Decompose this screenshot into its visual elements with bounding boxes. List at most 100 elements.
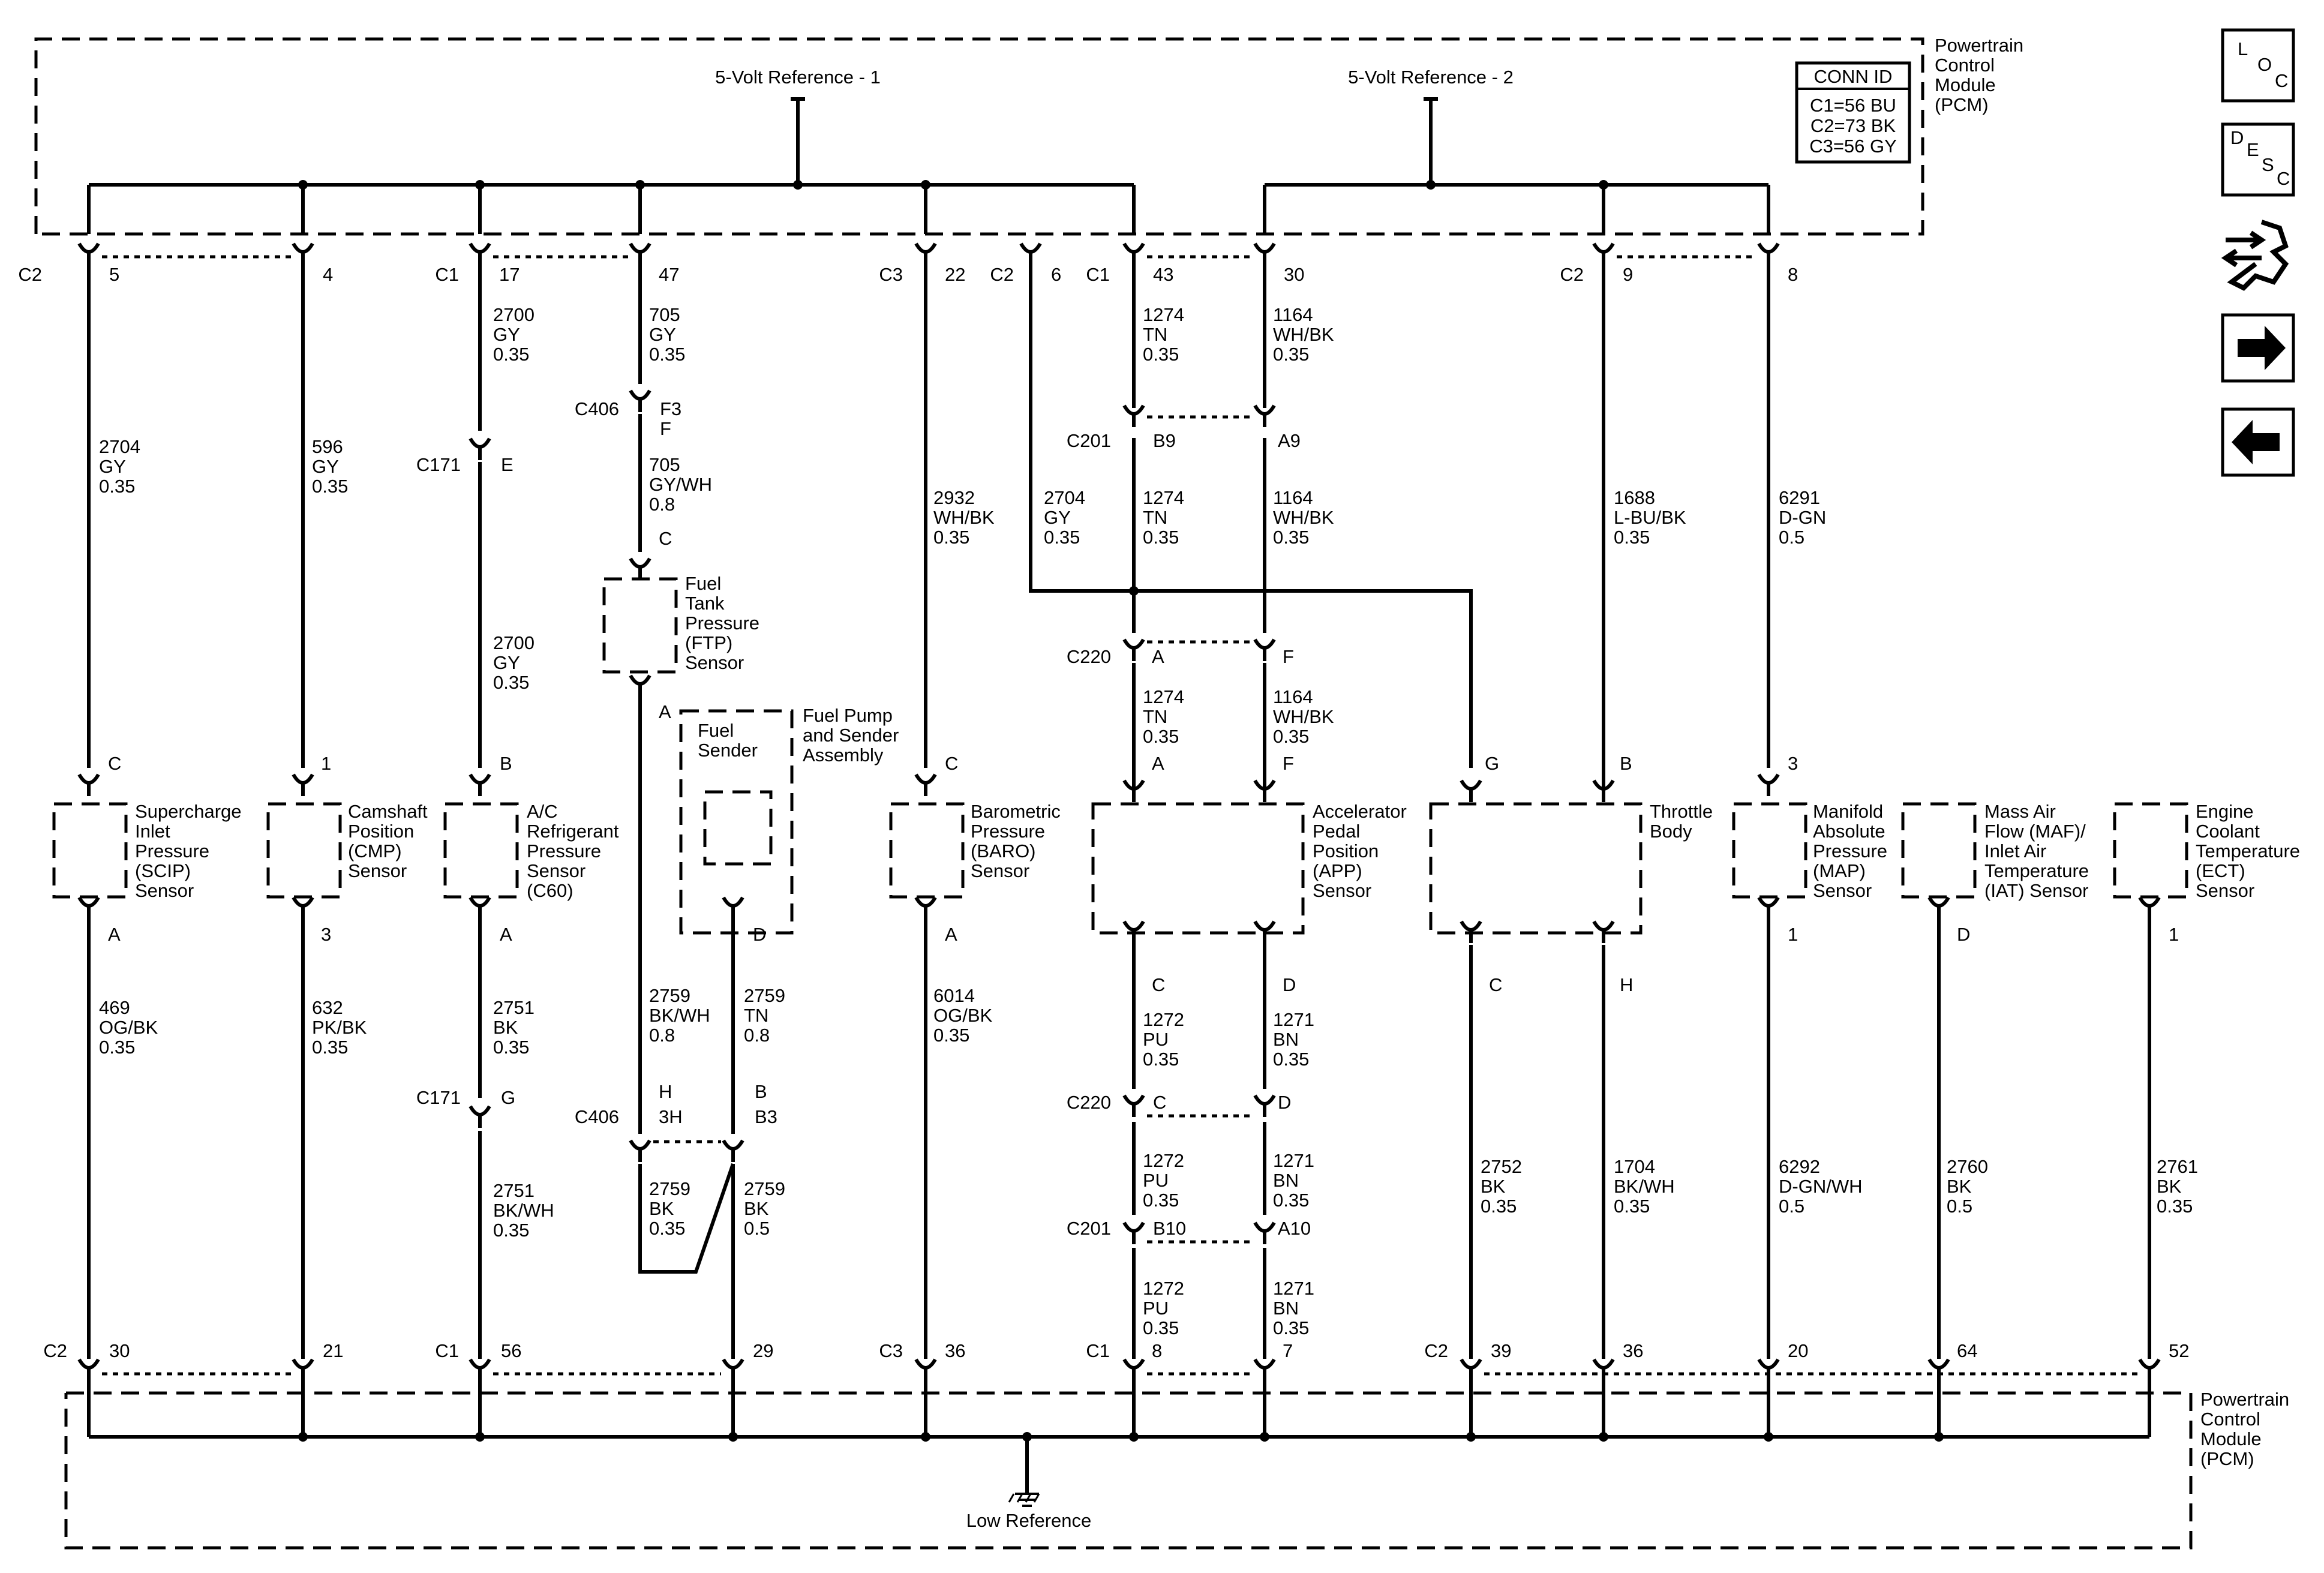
- component-label-ac-line-1: Refrigerant: [527, 821, 619, 842]
- connector-tool-icon[interactable]: [2221, 220, 2289, 291]
- wire-label-w469-line-2: 0.35: [99, 1037, 135, 1058]
- pin-label-c3_b: C3: [879, 1340, 903, 1361]
- component-label-ect-line-0: Engine: [2196, 801, 2254, 822]
- pcm-top-label-2: Control: [1935, 55, 1995, 76]
- component-label-maf-line-3: Temperature: [1984, 860, 2089, 881]
- loc-l: L: [2238, 38, 2248, 59]
- component-label-baro-line-3: Sensor: [971, 860, 1029, 881]
- wire-label-w6014-line-0: 6014: [933, 985, 975, 1006]
- wire-label-w1688-line-1: L-BU/BK: [1614, 507, 1686, 528]
- connector-symbol: [914, 242, 937, 265]
- text-labels: 2704GY0.35596GY0.352700GY0.352700GY0.357…: [18, 264, 2300, 1361]
- wire-label-w2932-line-1: WH/BK: [933, 507, 995, 528]
- conn-id-box: CONN ID C1=56 BU C2=73 BK C3=56 GY: [1795, 61, 1911, 164]
- fuel-sender-box: [703, 790, 773, 866]
- next-arrow-button[interactable]: [2221, 313, 2295, 383]
- wire-label-w596-line-2: 0.35: [312, 476, 348, 497]
- pin-label-scip_c: C: [108, 753, 121, 774]
- pin-label-c201_2: C201: [1067, 1218, 1111, 1239]
- wire-label-w2761-line-2: 0.35: [2157, 1196, 2193, 1217]
- connector-symbol: [914, 896, 937, 919]
- pin-label-bb: B: [755, 1081, 767, 1102]
- wire-label-w2759d-line-2: 0.5: [744, 1218, 770, 1239]
- wire-label-w1704-line-2: 0.35: [1614, 1196, 1650, 1217]
- connector-symbol: [1253, 638, 1276, 661]
- component-label-fuel_pump-line-0: Fuel Pump: [803, 705, 893, 726]
- connector-symbol: [2138, 896, 2161, 919]
- wire-label-w6014-line-1: OG/BK: [933, 1005, 993, 1026]
- pin-label-p17: 17: [499, 264, 520, 285]
- wire-label-w2700b-line-0: 2700: [493, 632, 535, 653]
- component-label-ect-line-3: (ECT): [2196, 860, 2245, 881]
- wire-label-w1274c-line-0: 1274: [1143, 686, 1184, 707]
- pin-label-p64: 64: [1957, 1340, 1977, 1361]
- wire-label-w469-line-1: OG/BK: [99, 1017, 158, 1038]
- pcm-top-label-3: Module: [1935, 74, 1996, 95]
- wire-label-w2700a-line-0: 2700: [493, 304, 535, 325]
- component-label-throttle-line-1: Body: [1650, 821, 1692, 842]
- wire-label-w1274a-line-0: 1274: [1143, 304, 1184, 325]
- component-boxes: [52, 577, 2188, 935]
- desc-s: S: [2262, 154, 2274, 175]
- pin-label-p36a: 36: [945, 1340, 965, 1361]
- wire-label-w2761-line-0: 2761: [2157, 1156, 2198, 1177]
- pin-label-h3: 3H: [659, 1106, 683, 1127]
- connector-symbol: [77, 1358, 100, 1381]
- wire-label-w1271c-line-0: 1271: [1273, 1278, 1314, 1299]
- cmp-sensor-box: [266, 802, 342, 899]
- wire-label-w705b-line-1: GY/WH: [649, 474, 712, 495]
- wire-label-w1164c-line-2: 0.35: [1273, 726, 1309, 747]
- component-label-ect-line-4: Sensor: [2196, 880, 2254, 901]
- wire-label-w1704-line-0: 1704: [1614, 1156, 1655, 1177]
- wire-label-w632-line-1: PK/BK: [312, 1017, 367, 1038]
- component-label-app-line-4: Sensor: [1313, 880, 1371, 901]
- connector-symbol: [469, 1358, 491, 1381]
- location-button[interactable]: L O C: [2221, 28, 2295, 103]
- pcm-bot-label-4: (PCM): [2200, 1448, 2254, 1469]
- description-button[interactable]: D E S C: [2221, 122, 2295, 197]
- wire-label-w6292-line-2: 0.5: [1779, 1196, 1804, 1217]
- wire-label-w6292-line-1: D-GN/WH: [1779, 1176, 1862, 1197]
- pin-label-h: H: [659, 1081, 672, 1102]
- wire-label-w1272a-line-0: 1272: [1143, 1009, 1184, 1030]
- pin-label-ftp_c: C: [659, 528, 672, 549]
- connector-symbol: [1122, 1094, 1145, 1117]
- wire-label-w1272b-line-1: PU: [1143, 1170, 1169, 1191]
- connector-symbol: [469, 437, 491, 460]
- wire-label-w1164a-line-1: WH/BK: [1273, 324, 1334, 345]
- previous-arrow-button[interactable]: [2221, 407, 2295, 477]
- wire-label-w2751a-line-1: BK: [493, 1017, 518, 1038]
- ect-sensor-box: [2113, 802, 2188, 899]
- wire-label-w6292-line-0: 6292: [1779, 1156, 1820, 1177]
- wire-label-w2759a-line-1: BK/WH: [649, 1005, 710, 1026]
- pcm-bot-label-1: Powertrain: [2200, 1389, 2289, 1410]
- map-sensor-box: [1732, 802, 1807, 899]
- component-label-ect-line-1: Coolant: [2196, 821, 2260, 842]
- desc-d: D: [2230, 127, 2244, 148]
- pin-label-app_a: A: [1152, 753, 1164, 774]
- pin-label-p43: 43: [1153, 264, 1173, 285]
- wire-label-w1164a-line-0: 1164: [1273, 304, 1313, 325]
- wire-label-w1271b-line-2: 0.35: [1273, 1190, 1309, 1211]
- pin-label-tb_c: C: [1489, 974, 1502, 995]
- pin-label-e: E: [501, 454, 514, 475]
- component-label-baro-line-1: Pressure: [971, 821, 1045, 842]
- wire-label-w1271c-line-2: 0.35: [1273, 1317, 1309, 1338]
- wire-label-w632-line-2: 0.35: [312, 1037, 348, 1058]
- pin-label-a10: A10: [1278, 1218, 1311, 1239]
- connector-symbol: [1019, 242, 1042, 265]
- component-label-fuel_pump-line-2: Assembly: [803, 745, 884, 766]
- component-label-map-line-4: Sensor: [1813, 880, 1872, 901]
- wire-label-w596-line-1: GY: [312, 456, 339, 477]
- low-reference-label: Low Reference: [966, 1510, 1092, 1531]
- pin-label-c220_2: C220: [1067, 1092, 1111, 1113]
- connector-symbol: [1757, 896, 1780, 919]
- connector-symbol: [1122, 242, 1145, 265]
- wire-label-w2752-line-0: 2752: [1481, 1156, 1522, 1177]
- pin-label-c201_1: C201: [1067, 430, 1111, 451]
- connector-symbol: [914, 773, 937, 796]
- component-label-cmp-line-1: Position: [348, 821, 414, 842]
- pin-label-c220_1: C220: [1067, 646, 1111, 667]
- wire-label-w596-line-0: 596: [312, 436, 343, 457]
- pin-label-b10: B10: [1153, 1218, 1186, 1239]
